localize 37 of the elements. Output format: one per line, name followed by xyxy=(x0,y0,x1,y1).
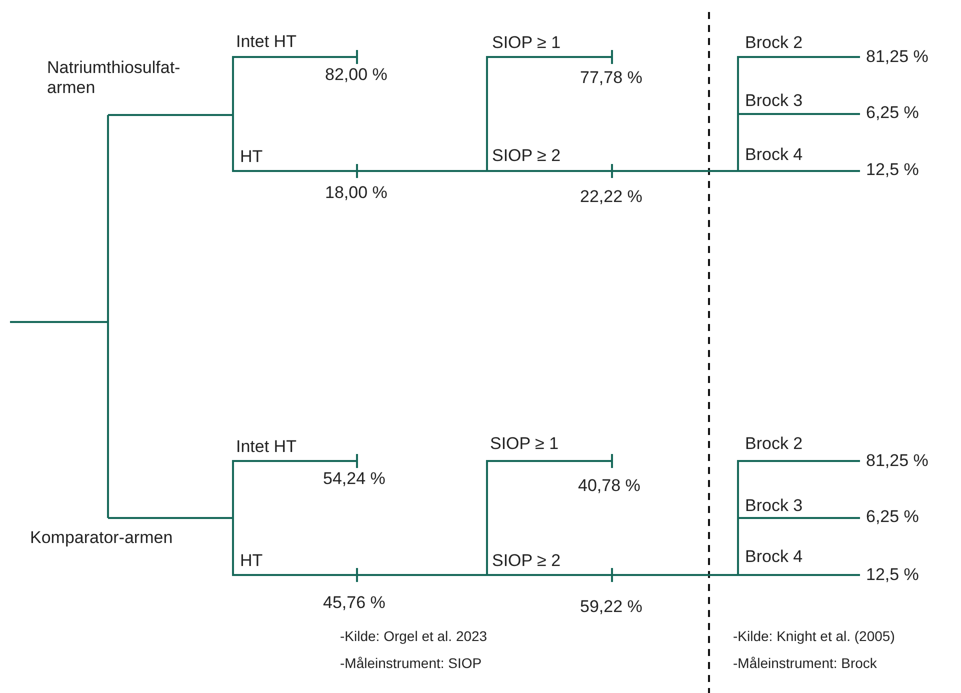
source-note: -Kilde: Knight et al. (2005) xyxy=(733,627,895,645)
branch-label: Brock 3 xyxy=(745,496,803,516)
source-note: -Måleinstrument: SIOP xyxy=(340,654,482,672)
percentage-label: 81,25 % xyxy=(866,47,928,67)
percentage-label: 82,00 % xyxy=(325,65,388,85)
percentage-label: 45,76 % xyxy=(323,593,386,613)
branch-label: HT xyxy=(240,147,263,167)
percentage-label: 40,78 % xyxy=(578,476,640,496)
branch-label: SIOP ≥ 2 xyxy=(492,551,561,571)
percentage-label: 77,78 % xyxy=(580,68,642,88)
branch-label: Intet HT xyxy=(236,32,296,52)
branch-label: Brock 2 xyxy=(745,33,803,53)
branch-label: Brock 3 xyxy=(745,91,803,111)
percentage-label: 12,5 % xyxy=(866,565,919,585)
branch-label: Brock 2 xyxy=(745,434,803,454)
branch-label: Brock 4 xyxy=(745,547,803,567)
branch-label: Brock 4 xyxy=(745,145,803,165)
tree-connector xyxy=(10,321,109,518)
arm-label: Natriumthiosulfat-armen xyxy=(47,58,182,98)
percentage-label: 59,22 % xyxy=(580,597,642,617)
source-note: -Måleinstrument: Brock xyxy=(733,654,877,672)
percentage-label: 18,00 % xyxy=(325,183,388,203)
percentage-label: 6,25 % xyxy=(866,507,919,527)
branch-label: SIOP ≥ 1 xyxy=(490,434,559,454)
percentage-label: 81,25 % xyxy=(866,451,928,471)
branch-label: Intet HT xyxy=(236,437,296,457)
branch-label: SIOP ≥ 2 xyxy=(492,146,561,166)
tree-connector xyxy=(725,574,745,576)
percentage-label: 6,25 % xyxy=(866,103,919,123)
branch-label: SIOP ≥ 1 xyxy=(492,33,561,53)
percentage-label: 22,22 % xyxy=(580,187,642,207)
percentage-label: 12,5 % xyxy=(866,160,919,180)
tree-connector xyxy=(725,170,745,172)
arm-label: Komparator-armen xyxy=(30,528,173,548)
source-note: -Kilde: Orgel et al. 2023 xyxy=(340,627,488,645)
percentage-label: 54,24 % xyxy=(323,469,386,489)
branch-label: HT xyxy=(240,551,263,571)
